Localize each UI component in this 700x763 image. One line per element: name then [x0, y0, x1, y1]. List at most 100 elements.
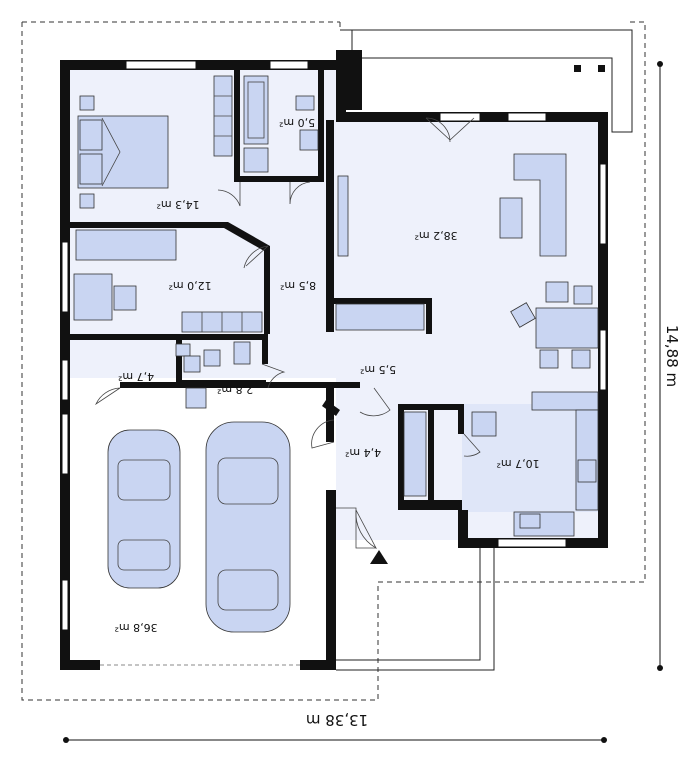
- kitchen-sink: [519, 513, 541, 529]
- entrance-arrow-icon: [370, 550, 388, 564]
- toilet: [233, 341, 251, 365]
- room-area-garage: 36,8 m²: [114, 621, 157, 634]
- dimension-tick: [601, 737, 607, 743]
- wall: [234, 68, 240, 180]
- terrace-post: [574, 65, 581, 72]
- door-swing: [243, 245, 269, 269]
- room-area-bedroom-1: 14,3 m²: [156, 198, 199, 211]
- roof-outline: [21, 21, 646, 701]
- shower: [243, 147, 269, 173]
- wall: [60, 60, 340, 70]
- room-area-corridor: 5,5 m²: [360, 363, 396, 376]
- window: [61, 359, 69, 401]
- mirror: [337, 175, 349, 257]
- window: [439, 112, 481, 122]
- door-swing: [359, 387, 391, 417]
- room-area-kitchen: 10,7 m²: [496, 457, 539, 470]
- wall: [326, 490, 336, 670]
- bathtub-inner: [247, 81, 265, 139]
- door-swing: [425, 117, 475, 143]
- window: [599, 329, 607, 391]
- wall: [458, 404, 464, 434]
- chair: [510, 302, 536, 328]
- bed: [75, 229, 177, 261]
- wall: [326, 382, 334, 442]
- width-dimension-label: 13,38 m: [306, 711, 368, 729]
- wall: [398, 500, 462, 510]
- stove: [577, 459, 597, 483]
- wall: [428, 404, 434, 500]
- room-area-utility: 4,7 m²: [118, 370, 154, 383]
- sink: [203, 349, 221, 367]
- path-outline: [336, 548, 495, 671]
- window: [497, 538, 567, 548]
- nightstand: [79, 193, 95, 209]
- toilet: [295, 95, 315, 111]
- closet: [403, 411, 427, 497]
- washing-machine: [185, 387, 207, 409]
- bed-sheet: [101, 117, 121, 187]
- car: [205, 421, 291, 633]
- nightstand: [79, 95, 95, 111]
- door-swing: [289, 181, 311, 205]
- wardrobe: [335, 303, 425, 331]
- window: [61, 241, 69, 313]
- window: [61, 579, 69, 631]
- wall: [458, 510, 468, 548]
- wall: [68, 334, 268, 340]
- wall: [326, 120, 334, 332]
- chair: [539, 349, 559, 369]
- pillow: [79, 153, 103, 185]
- dimension-tick: [63, 737, 69, 743]
- room-area-wc: 2,8 m²: [217, 383, 253, 396]
- room-area-hall: 8,5 m²: [280, 279, 316, 292]
- pillow: [79, 119, 103, 151]
- window: [61, 413, 69, 475]
- door-swing: [336, 507, 376, 549]
- height-dimension-label: 14,88 m: [663, 325, 681, 387]
- car: [107, 429, 181, 589]
- sink: [175, 343, 191, 357]
- window: [507, 112, 547, 122]
- wall: [322, 400, 340, 416]
- path-outline: [336, 548, 481, 661]
- dimension-tick: [657, 61, 663, 67]
- chair: [113, 285, 137, 311]
- wall: [336, 50, 362, 110]
- wall: [426, 298, 432, 334]
- sink: [299, 129, 319, 151]
- chair: [573, 285, 593, 305]
- dimension-tick: [657, 665, 663, 671]
- wall: [120, 382, 360, 388]
- boiler: [183, 355, 201, 373]
- terrace-post: [598, 65, 605, 72]
- room-area-living-room: 38,2 m²: [414, 229, 457, 242]
- wall: [262, 334, 268, 364]
- door-swing: [217, 182, 241, 207]
- coffee-table: [499, 197, 523, 239]
- room-area-vestibule: 4,4 m²: [345, 446, 381, 459]
- room-area-bathroom: 5,0 m²: [279, 116, 315, 129]
- wall: [224, 222, 270, 252]
- window: [599, 163, 607, 245]
- wall: [60, 660, 100, 670]
- armchair: [545, 281, 569, 303]
- wall: [332, 298, 432, 304]
- wall: [264, 246, 270, 334]
- counter: [531, 391, 599, 411]
- wall: [176, 334, 182, 384]
- sofa: [513, 153, 567, 257]
- door-swing: [261, 363, 286, 389]
- fridge: [471, 411, 497, 437]
- window: [269, 60, 309, 70]
- chair: [571, 349, 591, 369]
- dining-table: [535, 307, 599, 349]
- door-swing: [95, 387, 121, 406]
- wall: [234, 176, 324, 182]
- wall: [318, 68, 324, 178]
- wall: [68, 222, 228, 228]
- door-swing: [311, 419, 335, 449]
- desk: [73, 273, 113, 321]
- room-area-bedroom-2: 12,0 m²: [168, 279, 211, 292]
